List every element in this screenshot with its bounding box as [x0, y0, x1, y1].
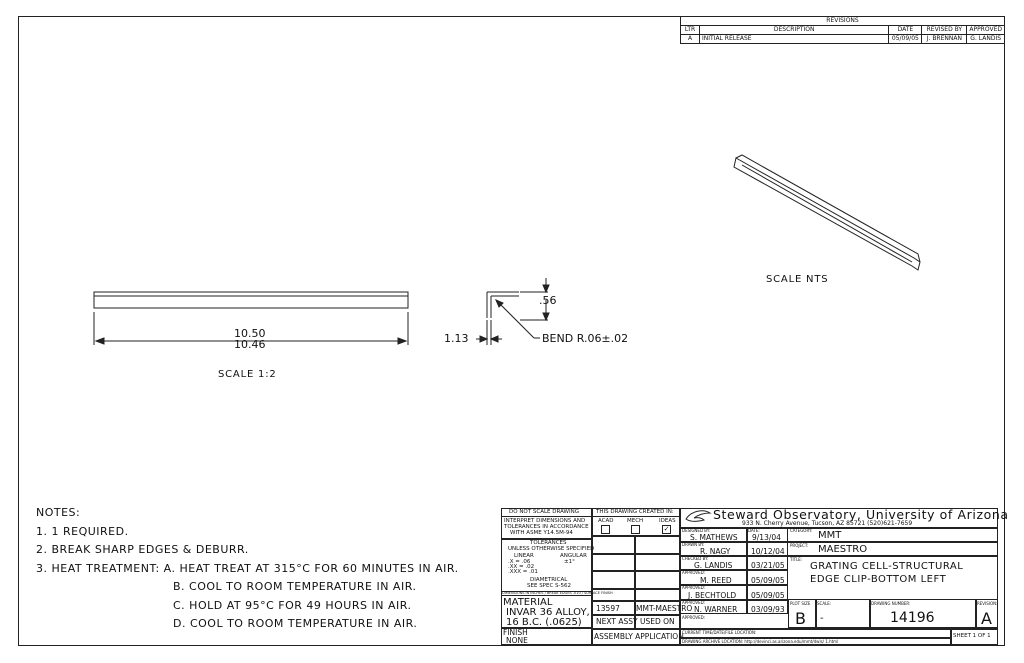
- tolerance-linear: LINEAR: [514, 553, 534, 559]
- tolerance-spec: SEE SPEC S-562: [527, 583, 572, 589]
- drawing-number-label: DRAWING NUMBER:: [871, 601, 911, 606]
- drawing-border: [18, 16, 1005, 646]
- bend-leader: [495, 299, 535, 339]
- organization-address: 933 N. Cherry Avenue, Tucson, AZ 85721 (…: [742, 520, 913, 527]
- approved-date-3: 03/09/93: [751, 605, 785, 614]
- note-item: 3. HEAT TREATMENT: A. HEAT TREAT AT 315°…: [36, 561, 459, 575]
- steward-logo-icon: [685, 510, 712, 522]
- width-dim: 1.13: [444, 332, 469, 345]
- title-label: TITLE:: [790, 557, 803, 562]
- ideas-checkbox[interactable]: ✓: [662, 525, 671, 534]
- material-label: MATERIAL: [503, 597, 553, 608]
- tolerances-unless: UNLESS OTHERWISE SPECIFIED: [508, 546, 595, 552]
- designed-by-label: DESIGNED BY:: [682, 528, 711, 533]
- created-in-label: THIS DRAWING CREATED IN:: [596, 509, 674, 515]
- do-not-scale: DO NOT SCALE DRAWING: [509, 509, 579, 515]
- drawing-title-line-2: EDGE CLIP-BOTTOM LEFT: [810, 574, 947, 585]
- mech-checkbox[interactable]: [631, 525, 640, 534]
- bend-note: BEND R.06±.02: [542, 332, 629, 345]
- tolerance-xx: .XX = .02: [508, 564, 535, 570]
- drawn-by-label: DRAWN BY:: [682, 542, 705, 547]
- tolerance-x: .X = .06: [508, 559, 531, 565]
- tolerance-angle-value: ±1°: [564, 559, 575, 565]
- revision-value: A: [981, 609, 992, 628]
- scale-value: -: [820, 613, 824, 624]
- note-item: C. HOLD AT 95°C FOR 49 HOURS IN AIR.: [173, 598, 412, 612]
- checked-date: 03/21/05: [751, 561, 785, 570]
- length-max-dim: 10.50: [234, 327, 266, 340]
- interpret-text: INTERPRET DIMENSIONS AND: [504, 518, 586, 524]
- cad-ideas: IDEAS: [659, 518, 676, 524]
- cad-mech: MECH: [627, 518, 644, 524]
- approved-by-3: N. WARNER: [694, 605, 738, 614]
- category-label: CATEGORY:: [790, 528, 813, 533]
- material-value: INVAR 36 ALLOY,: [506, 607, 590, 618]
- iso-scale-label: SCALE NTS: [766, 274, 829, 285]
- tolerances-title: TOLERANCES: [530, 540, 567, 546]
- revision-label: REVISION:: [977, 601, 998, 606]
- sheet-number: SHEET 1 OF 1: [953, 633, 991, 639]
- side-view-part: [486, 291, 519, 318]
- used-on-label: USED ON: [640, 617, 675, 626]
- rev-description: INITIAL RELEASE: [698, 34, 890, 44]
- finish-label: FINISH: [503, 628, 528, 637]
- designed-by: S. MATHEWS: [690, 533, 738, 542]
- length-min-dim: 10.46: [234, 338, 266, 351]
- current-time-label: CURRENT TIME/DATE/FILE LOCATION:: [682, 630, 757, 635]
- archive-location: DRAWING ARCHIVE LOCATION: http://devinci…: [682, 639, 839, 644]
- front-scale-label: SCALE 1:2: [218, 369, 277, 380]
- tolerance-diametrical: DIAMETRICAL: [530, 577, 568, 583]
- organization-name: Steward Observatory, University of Arizo…: [713, 507, 1009, 522]
- front-view-part: [93, 291, 409, 309]
- drawn-by: R. NAGY: [700, 547, 731, 556]
- revision-table: REVISIONS LTR DESCRIPTION DATE REVISED B…: [680, 16, 1005, 44]
- checked-by: G. LANDIS: [694, 561, 733, 570]
- revision-row: A INITIAL RELEASE 05/09/05 J. BRENNAN G.…: [680, 34, 1005, 44]
- scale-label: SCALE:: [817, 601, 832, 606]
- assy-name: MMT-MAESTRO: [636, 604, 693, 613]
- rev-revised-by: J. BRENNAN: [921, 34, 968, 44]
- approved-by-2: J. BECHTOLD: [688, 591, 737, 600]
- notes-block: NOTES: 1. 1 REQUIRED. 2. BREAK SHARP EDG…: [36, 504, 459, 634]
- interpret-text: TOLERANCES IN ACCORDANCE: [504, 524, 589, 530]
- tolerance-xxx: .XXX = .01: [508, 569, 538, 575]
- drawing-number: 14196: [890, 610, 935, 626]
- cad-acad: ACAD: [598, 518, 614, 524]
- category-value: MMT: [818, 530, 842, 541]
- plot-size-label: PLOT SIZE: [790, 601, 811, 606]
- note-item: 2. BREAK SHARP EDGES & DEBURR.: [36, 543, 249, 556]
- height-dim: .56: [539, 294, 557, 307]
- date-label: DATE:: [748, 528, 760, 533]
- approved-date-1: 05/09/05: [751, 576, 785, 585]
- drawn-date: 10/12/04: [751, 547, 785, 556]
- approved-label: APPROVED:: [682, 615, 706, 620]
- approved-label: APPROVED:: [682, 585, 706, 590]
- finish-value: NONE: [506, 636, 528, 645]
- assembly-application-label: ASSEMBLY APPLICATION: [594, 632, 684, 641]
- approved-label: APPROVED:: [682, 600, 706, 605]
- approved-date-2: 05/09/05: [751, 591, 785, 600]
- drawing-title-line-1: GRATING CELL-STRUCTURAL: [810, 561, 964, 572]
- project-value: MAESTRO: [818, 544, 868, 555]
- note-item: 1. 1 REQUIRED.: [36, 524, 129, 538]
- rev-approved: G. LANDIS: [966, 34, 1005, 44]
- assy-number: 13597: [596, 604, 620, 613]
- iso-view-part: [733, 157, 921, 271]
- approved-label: APPROVED:: [682, 570, 706, 575]
- plot-size-value: B: [795, 609, 806, 628]
- material-thickness: 16 B.C. (.0625): [506, 617, 582, 628]
- note-item: D. COOL TO ROOM TEMPERATURE IN AIR.: [173, 617, 418, 630]
- checked-by-label: CHECKED BY:: [682, 556, 709, 561]
- designed-date: 9/13/04: [752, 533, 781, 542]
- project-label: PROJECT:: [790, 543, 809, 548]
- tolerance-angular: ANGULAR: [560, 553, 587, 559]
- acad-checkbox[interactable]: [601, 525, 610, 534]
- interpret-text: WITH ASME Y14.5M-94: [510, 530, 573, 536]
- approved-by-1: M. REED: [700, 576, 732, 585]
- next-assy-label: NEXT ASSY: [596, 617, 638, 626]
- break-edges-note: DIMENSIONS IN INCHES / BREAK EDGES .010 …: [502, 591, 613, 595]
- notes-title: NOTES:: [36, 506, 81, 519]
- note-item: B. COOL TO ROOM TEMPERATURE IN AIR.: [173, 580, 417, 593]
